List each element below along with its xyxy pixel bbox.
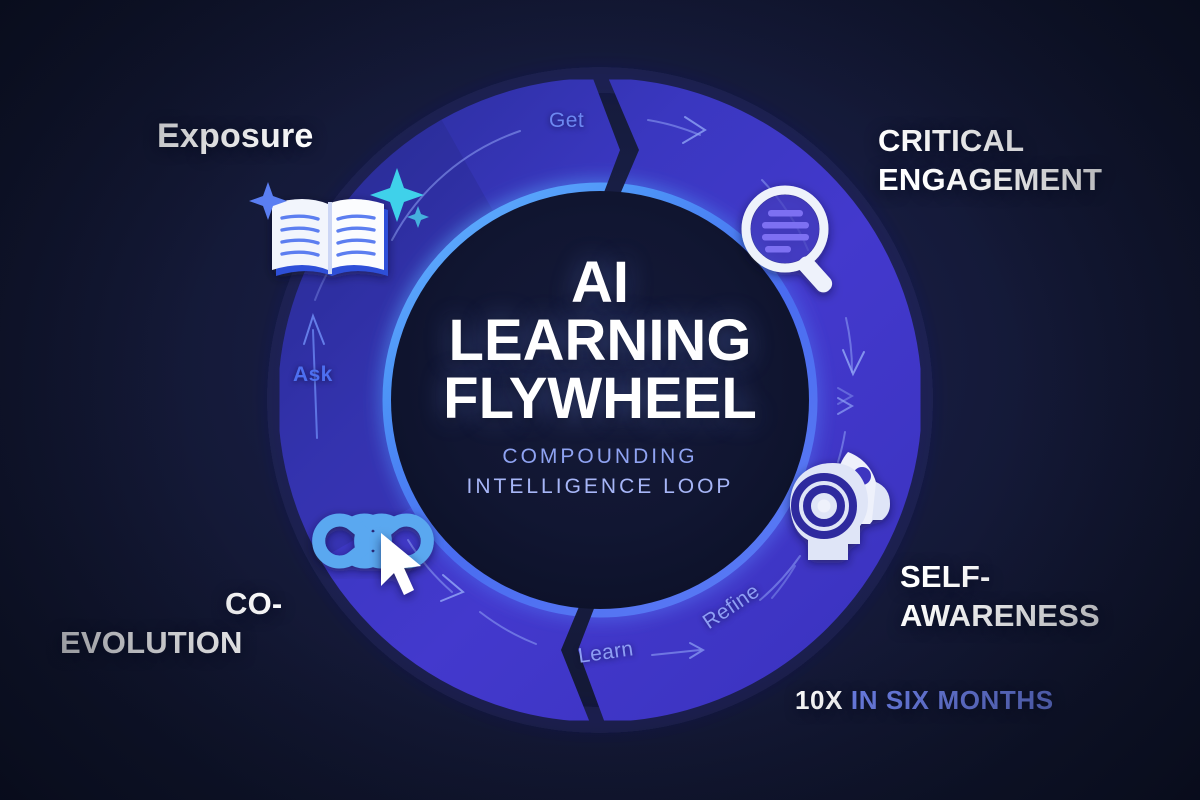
open-book-icon bbox=[272, 199, 388, 276]
quadrant-label-exposure: Exposure bbox=[157, 117, 314, 155]
stat-number: 10X bbox=[795, 685, 844, 715]
quadrant-label-critical-line2: ENGAGEMENT bbox=[878, 161, 1103, 197]
quadrant-label-self-line1: SELF- bbox=[900, 559, 991, 594]
quadrant-label-self-awareness: SELF- AWARENESS bbox=[900, 558, 1100, 636]
quadrant-label-self-line2: AWARENESS bbox=[900, 597, 1100, 633]
flywheel-hub bbox=[391, 191, 809, 609]
quadrant-label-critical-line1: CRITICAL bbox=[878, 123, 1025, 158]
quadrant-label-coevo-line2: EVOLUTION bbox=[60, 624, 243, 660]
stat-line: 10X IN SIX MONTHS bbox=[795, 685, 1054, 716]
stat-rest: IN SIX MONTHS bbox=[843, 685, 1054, 715]
quadrant-label-coevo-line1: CO- bbox=[225, 586, 283, 621]
quadrant-label-co-evolution: CO- EVOLUTION bbox=[60, 585, 282, 663]
step-label-get: Get bbox=[549, 109, 585, 132]
step-label-ask: Ask bbox=[293, 363, 333, 386]
quadrant-label-critical-engagement: CRITICAL ENGAGEMENT bbox=[878, 122, 1102, 200]
